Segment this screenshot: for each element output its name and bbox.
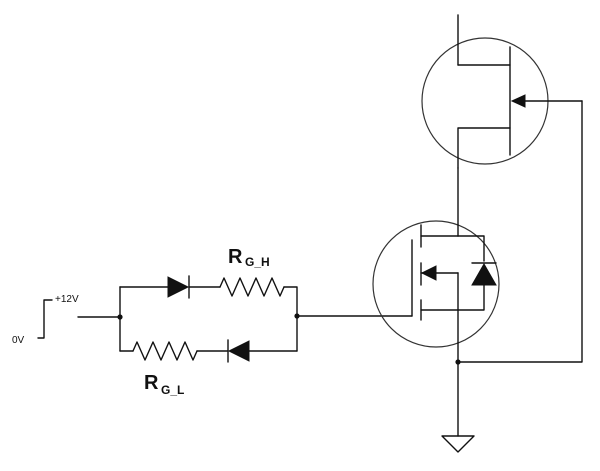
- mosfet-icon: [372, 167, 500, 363]
- input-pulse-source: 0V +12V: [12, 294, 79, 346]
- mosfet-arrow: [420, 265, 437, 281]
- return-wire: [457, 100, 583, 363]
- diode-reverse-icon: [227, 339, 250, 363]
- resistor-rg-low-icon: [132, 341, 198, 361]
- bottom-branch: R G_L: [119, 339, 298, 397]
- rg-low-subscript: G_L: [161, 383, 184, 397]
- rg-high-subscript: G_H: [245, 255, 270, 269]
- jfet-icon: [421, 14, 583, 169]
- top-branch: R G_H: [119, 246, 298, 352]
- resistor-rg-high-icon: [219, 277, 285, 297]
- mosfet-envelope: [372, 220, 500, 348]
- diode-icon: [167, 275, 190, 299]
- rg-low-label: R: [144, 372, 159, 394]
- jfet-gate-arrow: [510, 94, 526, 108]
- rg-high-label: R: [228, 246, 243, 268]
- source-low-label: 0V: [12, 335, 25, 346]
- ground-icon: [441, 435, 475, 453]
- body-diode-icon: [471, 262, 497, 286]
- source-high-label: +12V: [55, 294, 79, 305]
- pulse-waveform: [37, 299, 53, 339]
